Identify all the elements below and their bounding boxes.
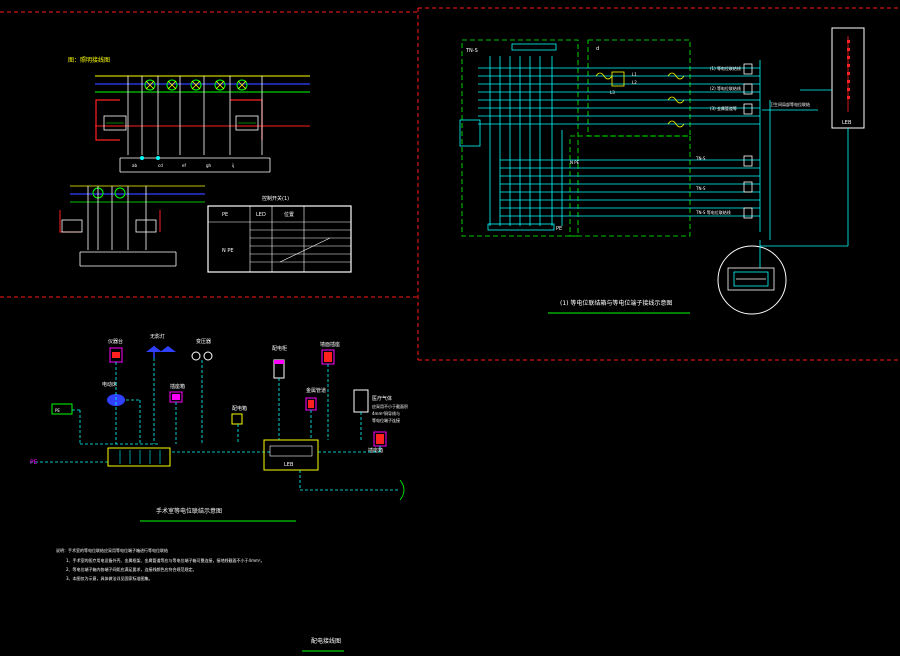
svg-text:TN-S 等电位联结线: TN-S 等电位联结线 bbox=[695, 209, 731, 215]
lighting-wiring-diagram: 图：照明接线图 bbox=[59, 56, 352, 273]
svg-text:仪器台: 仪器台 bbox=[108, 338, 123, 345]
pe-label: PE bbox=[30, 459, 38, 466]
svg-text:L2: L2 bbox=[632, 80, 637, 85]
lighting-diagram-title: 图：照明接线图 bbox=[68, 56, 110, 64]
svg-text:电动床: 电动床 bbox=[102, 381, 117, 388]
svg-text:TN-S: TN-S bbox=[465, 48, 478, 54]
svg-text:gh: gh bbox=[206, 163, 212, 168]
svg-text:cd: cd bbox=[158, 163, 163, 168]
control-table: 控制开关(1) PE LED 位置 N PE bbox=[207, 195, 352, 273]
svg-text:LEB: LEB bbox=[842, 120, 852, 126]
operating-room-title: 手术室等电位联结示意图 bbox=[156, 507, 222, 515]
svg-text:PE: PE bbox=[55, 408, 60, 413]
svg-text:PE: PE bbox=[556, 226, 562, 232]
svg-text:TN-S: TN-S bbox=[695, 156, 706, 161]
svg-text:LED: LED bbox=[256, 212, 266, 218]
svg-text:金属管道: 金属管道 bbox=[306, 387, 326, 394]
svg-text:应采用不小于截面积: 应采用不小于截面积 bbox=[372, 403, 408, 409]
notes-line-1: 1、手术室的医疗用电设备外壳、金属框架、金属管道等应与等电位端子箱可靠连接，接地… bbox=[66, 557, 264, 563]
notes-heading: 说明：手术室的等电位联结应采用等电位端子箱进行等电位联结 bbox=[56, 547, 168, 553]
svg-text:无影灯: 无影灯 bbox=[150, 333, 165, 340]
pe-terminal-box bbox=[107, 447, 171, 467]
svg-text:d: d bbox=[596, 46, 599, 52]
equipotential-bonding-diagram: TN-S d bbox=[459, 27, 865, 315]
operating-room-bonding-diagram: 仪器台 无影灯 变压器 电动床 插座箱 配电箱 配电柜 墙面插座 医疗气体 应采… bbox=[30, 333, 408, 522]
grounding-detail-circle bbox=[717, 245, 787, 315]
svg-text:(2) 等电位联结线: (2) 等电位联结线 bbox=[710, 85, 741, 91]
svg-text:ef: ef bbox=[182, 163, 186, 168]
svg-text:配电柜: 配电柜 bbox=[272, 345, 287, 352]
svg-text:医疗气体: 医疗气体 bbox=[372, 395, 392, 402]
svg-text:墙面插座: 墙面插座 bbox=[320, 341, 340, 348]
svg-text:4mm²铜导线与: 4mm²铜导线与 bbox=[372, 410, 400, 416]
svg-text:L3: L3 bbox=[610, 90, 615, 95]
svg-text:ij: ij bbox=[232, 163, 234, 168]
sheet-divider-lines bbox=[0, 7, 900, 361]
svg-text:(1) 等电位联结线: (1) 等电位联结线 bbox=[710, 65, 741, 71]
svg-text:(3) 金属管道等: (3) 金属管道等 bbox=[710, 105, 737, 111]
control-table-title: 控制开关(1) bbox=[262, 195, 289, 202]
svg-text:配电箱: 配电箱 bbox=[232, 405, 247, 412]
sheet-footer-title: 配电接线图 bbox=[311, 637, 341, 645]
svg-text:PE: PE bbox=[222, 212, 228, 218]
svg-text:位置: 位置 bbox=[284, 211, 294, 218]
svg-text:L1: L1 bbox=[632, 72, 637, 77]
svg-text:插座箱: 插座箱 bbox=[368, 447, 383, 454]
svg-text:N PE: N PE bbox=[222, 248, 234, 254]
svg-text:ab: ab bbox=[132, 163, 137, 168]
notes-line-2: 2、等电位端子箱内各端子间距应满足要求，连接线颜色应符合规范规定。 bbox=[66, 566, 197, 572]
svg-text:插座箱: 插座箱 bbox=[170, 383, 185, 390]
svg-text:N PE: N PE bbox=[570, 160, 580, 165]
svg-text:等电位端子连接: 等电位端子连接 bbox=[372, 417, 400, 423]
bonding-diagram-title: (1) 等电位联结箱与等电位端子接线示意图 bbox=[560, 299, 672, 307]
notes-line-3: 3、本图仅为示意，具体做法详见国家标准图集。 bbox=[66, 575, 153, 581]
leb-terminal-box bbox=[263, 439, 319, 471]
svg-text:LEB: LEB bbox=[284, 462, 294, 468]
svg-text:变压器: 变压器 bbox=[196, 338, 211, 345]
svg-text:卫生间局部等电位联结: 卫生间局部等电位联结 bbox=[770, 101, 810, 107]
svg-text:TN-S: TN-S bbox=[695, 186, 706, 191]
lamp-symbol-row bbox=[144, 79, 248, 91]
notes-block: 说明：手术室的等电位联结应采用等电位端子箱进行等电位联结 1、手术室的医疗用电设… bbox=[56, 547, 344, 652]
